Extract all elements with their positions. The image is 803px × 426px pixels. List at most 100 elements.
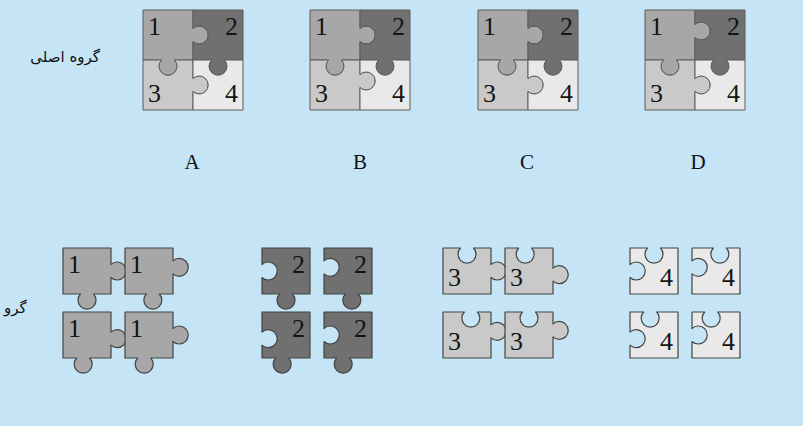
piece-number: 2 — [727, 14, 740, 40]
piece-number: 2 — [392, 14, 405, 40]
puzzle-piece: 4 — [678, 43, 762, 127]
puzzle-piece: 2 — [307, 295, 389, 375]
piece-outline — [46, 231, 128, 311]
option-letter-box: C — [520, 151, 534, 174]
piece-number: 3 — [315, 81, 328, 107]
piece-number: 4 — [225, 81, 238, 107]
piece-number: 4 — [392, 81, 405, 107]
puzzle-piece: 4 — [675, 231, 757, 311]
piece-outline — [293, 43, 377, 127]
puzzle-piece: 2 — [245, 295, 327, 375]
piece-shape — [505, 248, 568, 294]
piece-number: 2 — [292, 316, 305, 342]
piece-outline — [461, 43, 545, 127]
piece-number: 4 — [660, 329, 673, 355]
piece-number: 3 — [650, 81, 663, 107]
piece-outline — [488, 231, 570, 311]
piece-outline — [108, 231, 190, 311]
piece-number: 3 — [483, 81, 496, 107]
piece-shape — [630, 312, 678, 358]
piece-shape — [505, 312, 568, 358]
piece-shape — [695, 60, 745, 110]
puzzle-piece: 3 — [426, 231, 508, 311]
piece-shape — [262, 312, 310, 373]
piece-outline — [307, 231, 389, 311]
option-letter: D — [690, 151, 705, 174]
piece-number: 1 — [650, 14, 663, 40]
piece-outline — [426, 295, 508, 375]
piece-number: 3 — [148, 81, 161, 107]
piece-shape — [63, 312, 126, 373]
piece-outline — [176, 43, 260, 127]
piece-outline — [675, 295, 757, 375]
group-label: گروه اصلی — [30, 48, 100, 66]
piece-number: 4 — [560, 81, 573, 107]
piece-number: 1 — [68, 316, 81, 342]
puzzle-piece: 4 — [511, 43, 595, 127]
piece-number: 1 — [148, 14, 161, 40]
piece-shape — [125, 248, 188, 309]
puzzle-piece: 3 — [488, 295, 570, 375]
puzzle-piece: 1 — [108, 231, 190, 311]
option-letter: B — [353, 151, 367, 174]
option-letter-box: B — [353, 151, 367, 174]
piece-number: 3 — [510, 329, 523, 355]
puzzle-piece: 3 — [461, 43, 545, 127]
piece-number: 3 — [448, 329, 461, 355]
piece-outline — [46, 295, 128, 375]
piece-number: 1 — [68, 252, 81, 278]
piece-number: 2 — [560, 14, 573, 40]
piece-outline — [343, 43, 427, 127]
piece-shape — [63, 248, 126, 309]
piece-outline — [678, 43, 762, 127]
puzzle-piece: 4 — [613, 295, 695, 375]
piece-outline — [245, 295, 327, 375]
piece-number: 1 — [130, 316, 143, 342]
puzzle-piece: 1 — [46, 295, 128, 375]
puzzle-piece: 3 — [126, 43, 210, 127]
option-letter-box: A — [184, 151, 199, 174]
puzzle-piece: 3 — [628, 43, 712, 127]
puzzle-piece: 3 — [488, 231, 570, 311]
option-letter-box: D — [690, 151, 705, 174]
piece-number: 2 — [225, 14, 238, 40]
piece-number: 2 — [292, 252, 305, 278]
group-label: گرو — [4, 299, 27, 317]
piece-shape — [528, 60, 578, 110]
piece-shape — [360, 60, 410, 110]
puzzle-piece: 4 — [613, 231, 695, 311]
piece-shape — [630, 248, 678, 294]
piece-outline — [628, 43, 712, 127]
piece-number: 2 — [354, 316, 367, 342]
piece-shape — [443, 312, 506, 358]
piece-outline — [426, 231, 508, 311]
puzzle-piece: 1 — [46, 231, 128, 311]
piece-shape — [125, 312, 188, 373]
puzzle-piece: 3 — [426, 295, 508, 375]
puzzle-piece: 4 — [343, 43, 427, 127]
piece-number: 4 — [722, 329, 735, 355]
piece-shape — [262, 248, 310, 309]
piece-shape — [324, 312, 372, 373]
piece-shape — [692, 312, 740, 358]
puzzle-piece: 3 — [293, 43, 377, 127]
piece-number: 1 — [130, 252, 143, 278]
piece-outline — [675, 231, 757, 311]
piece-outline — [108, 295, 190, 375]
piece-number: 2 — [354, 252, 367, 278]
puzzle-piece: 2 — [307, 231, 389, 311]
puzzle-piece: 1 — [108, 295, 190, 375]
piece-number: 4 — [722, 265, 735, 291]
piece-number: 4 — [727, 81, 740, 107]
piece-outline — [613, 295, 695, 375]
piece-outline — [307, 295, 389, 375]
piece-shape — [324, 248, 372, 309]
piece-number: 4 — [660, 265, 673, 291]
piece-outline — [245, 231, 327, 311]
piece-number: 3 — [448, 265, 461, 291]
option-letter: C — [520, 151, 534, 174]
puzzle-piece: 4 — [176, 43, 260, 127]
group-label-box: گروه اصلی — [30, 48, 100, 66]
piece-shape — [443, 248, 506, 294]
